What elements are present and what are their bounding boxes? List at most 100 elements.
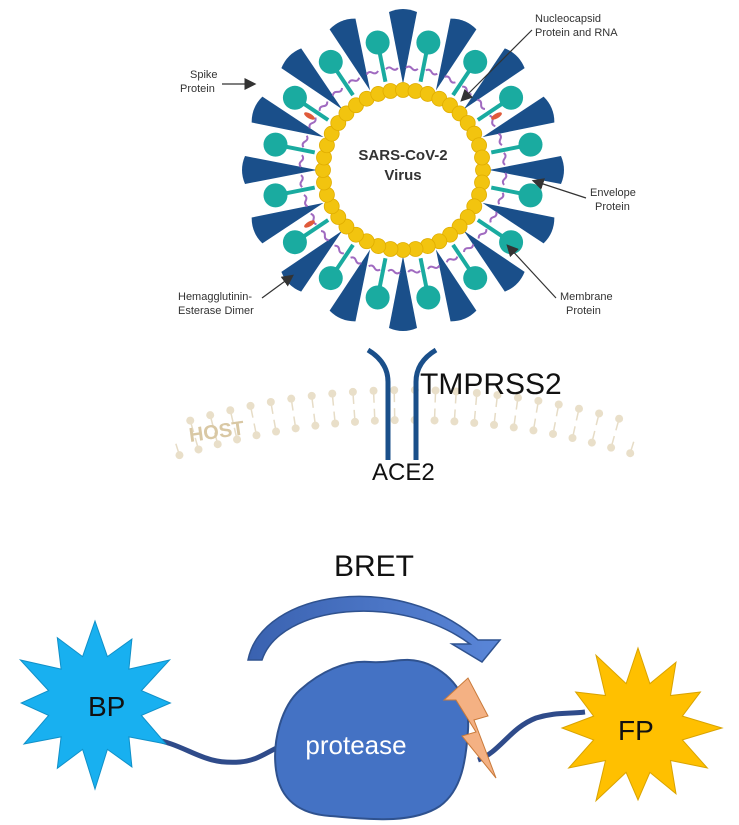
spike-protein <box>281 48 343 110</box>
rna-strand <box>497 132 503 146</box>
hemagglutinin-head <box>263 132 288 157</box>
rna-strand <box>385 66 399 71</box>
bp-starburst <box>18 619 172 791</box>
bp-label: BP <box>88 691 125 722</box>
lipid-head <box>587 438 596 447</box>
spike-protein <box>389 9 417 84</box>
rna-strand <box>407 269 421 274</box>
virus-particle <box>242 9 564 331</box>
lipid-head <box>175 451 184 460</box>
lipid-head <box>390 416 399 425</box>
nucleocapsid-label-line1: Nucleocapsid <box>535 13 601 25</box>
lipid-head <box>266 398 275 407</box>
hemagglutinin-head <box>518 183 543 208</box>
rna-strand <box>301 135 309 148</box>
hemagglutinin-stalk <box>300 100 330 122</box>
lipid-head <box>574 404 583 413</box>
lipid-head <box>472 389 481 398</box>
rna-strand <box>489 211 498 223</box>
hemagglutinin-head <box>518 132 543 157</box>
hemagglutinin-stalk <box>333 243 355 273</box>
rna-strand <box>445 256 459 263</box>
spike-protein <box>389 256 417 331</box>
rna-strand <box>365 70 379 76</box>
hemagglutinin-head <box>463 49 488 74</box>
rna-strand <box>347 77 361 84</box>
lipid-head <box>331 419 340 428</box>
hemagglutinin-stalk <box>476 100 506 122</box>
lipid-head <box>470 418 479 427</box>
membrane-label-line2: Protein <box>566 305 601 317</box>
rna-strand <box>387 268 401 275</box>
rna-strand <box>318 101 329 111</box>
rna-strand <box>310 212 317 226</box>
spike-protein <box>489 156 564 184</box>
spike-protein <box>435 18 477 91</box>
spike-protein <box>281 230 343 292</box>
rna-strand <box>308 117 317 129</box>
tmprss2-label: TMPRSS2 <box>420 368 562 401</box>
rna-strand <box>299 174 304 188</box>
hemagglutinin-stalk <box>282 144 316 155</box>
lipid-head <box>226 406 235 415</box>
spike-protein <box>329 18 371 91</box>
rna-strand <box>303 194 309 208</box>
envelope-label-line2: Protein <box>595 201 630 213</box>
envelope-protein <box>304 112 315 120</box>
spike-protein <box>482 202 555 244</box>
lipid-head <box>615 414 624 423</box>
hemagglutinin-stalk <box>490 144 524 155</box>
lipid-head <box>430 416 439 425</box>
hemagglutinin-head <box>416 30 441 55</box>
hemagglutinin-head <box>318 49 343 74</box>
hemagglutinin-stalk <box>282 185 316 196</box>
spike-label-line2: Protein <box>180 83 215 95</box>
lipid-head <box>554 400 563 409</box>
callout-nucleocapsid: Nucleocapsid Protein and RNA <box>460 13 618 102</box>
lipid-head <box>452 387 461 396</box>
hemagglutinin-stalk <box>377 49 388 83</box>
lipid-head <box>595 409 604 418</box>
linker-right <box>477 709 586 763</box>
hemagglutinin-label-line2: Esterase Dimer <box>178 305 254 317</box>
spike-protein <box>242 156 317 184</box>
spike-protein <box>251 202 324 244</box>
rna-strand <box>427 264 441 270</box>
protease-label: protease <box>305 730 406 760</box>
spike-protein <box>329 249 371 322</box>
spike-label-line1: Spike <box>190 69 218 81</box>
hemagglutinin-head <box>318 266 343 291</box>
rna-strand <box>502 152 507 166</box>
hemagglutinin-stalk <box>300 218 330 240</box>
protease-blob <box>274 658 470 821</box>
lipid-head <box>390 386 399 395</box>
lipid-head <box>549 429 558 438</box>
rna-strand <box>477 98 486 111</box>
lipid-head <box>513 393 522 402</box>
lipid-head <box>626 449 635 458</box>
lipid-head <box>206 411 215 420</box>
membrane-label-line1: Membrane <box>560 291 613 303</box>
hemagglutinin-head <box>282 230 307 255</box>
lipid-head <box>431 386 440 395</box>
rna-strand <box>444 75 456 84</box>
lipid-head <box>350 417 359 426</box>
lipid-head <box>186 416 195 425</box>
spike-protein <box>463 230 525 292</box>
hemagglutinin-stalk <box>418 257 429 291</box>
rna-strand <box>405 65 419 72</box>
lipid-head <box>369 386 378 395</box>
virus-title-line1: SARS-CoV-2 <box>358 147 447 164</box>
lipid-head <box>450 417 459 426</box>
callout-membrane: Membrane Protein <box>506 244 613 317</box>
rna-strand <box>320 229 329 242</box>
lipid-head <box>509 423 518 432</box>
linker-left <box>147 735 293 765</box>
rna-strand <box>462 244 475 253</box>
hemagglutinin-stalk <box>476 218 506 240</box>
spike-protein <box>482 96 555 138</box>
rna-strand <box>368 264 381 272</box>
lipid-head <box>493 391 502 400</box>
lipid-head <box>252 431 261 440</box>
